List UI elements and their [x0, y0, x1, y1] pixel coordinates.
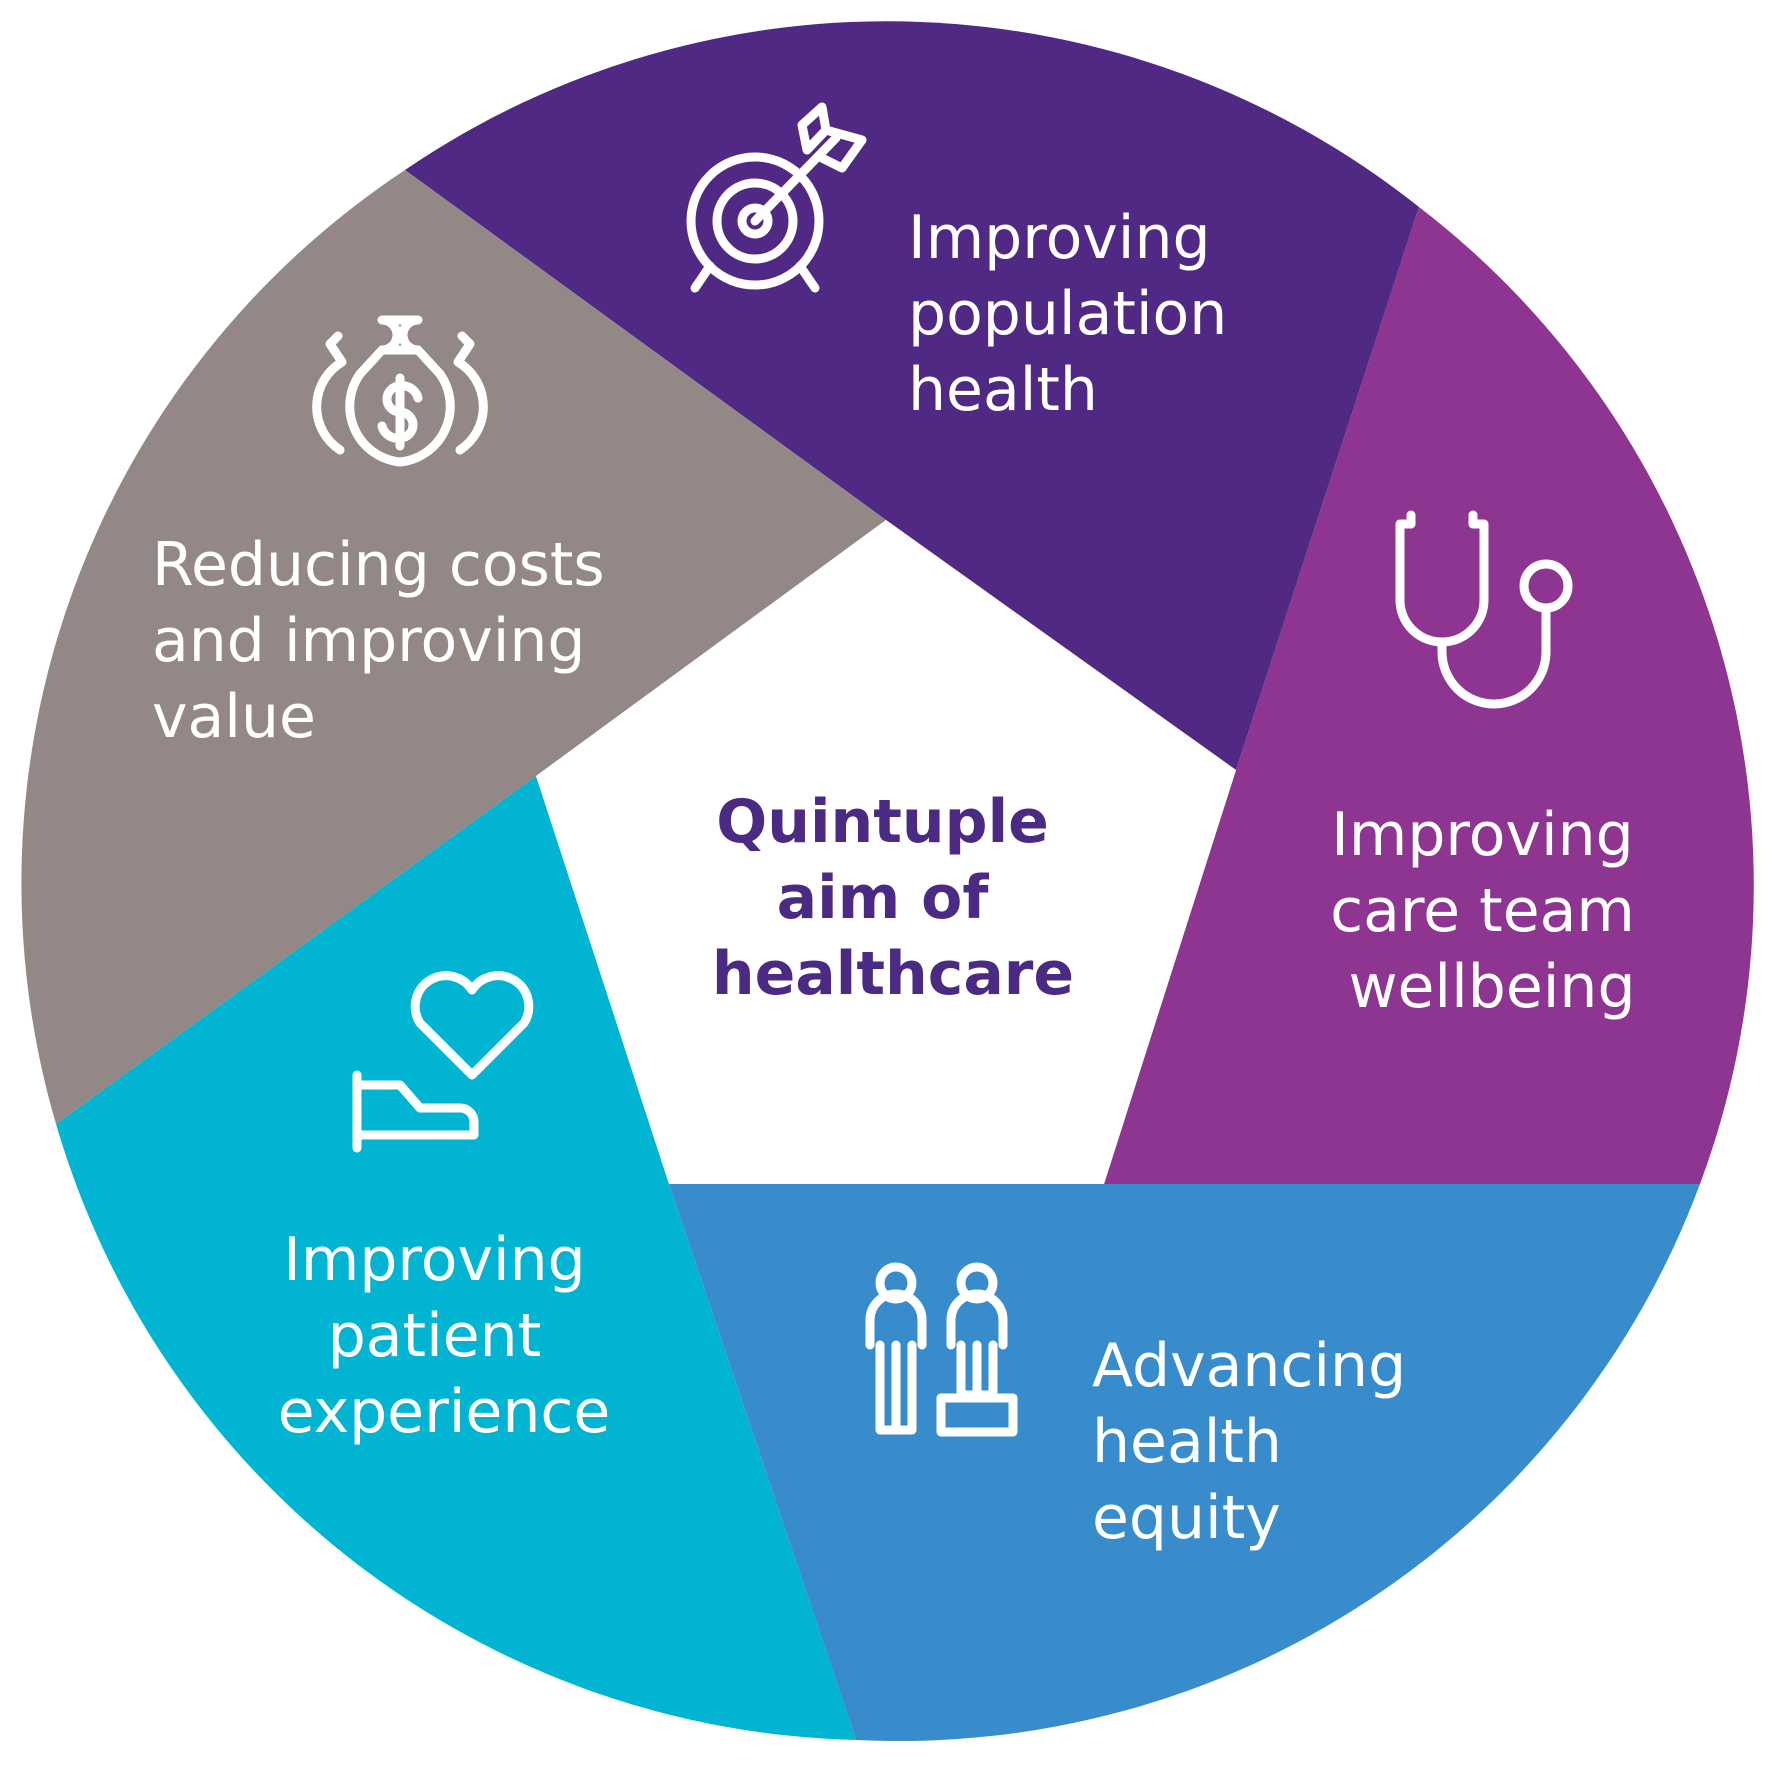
patient-experience-line-3: experience	[278, 1377, 611, 1447]
reducing-costs-line-1: Reducing costs	[152, 530, 605, 600]
segment-patient-experience	[56, 776, 856, 1740]
care-team-wellbeing-line-1: Improving	[1331, 800, 1634, 870]
center-title-line-2: aim of	[777, 863, 990, 933]
health-equity-line-3: equity	[1092, 1483, 1281, 1553]
segment-care-team-wellbeing-wedge	[1104, 207, 1754, 1184]
center-title-line-3: healthcare	[712, 939, 1074, 1009]
segment-population-health	[405, 21, 1419, 771]
segment-health-equity	[669, 1184, 1700, 1742]
care-team-wellbeing-line-3: wellbeing	[1348, 952, 1635, 1022]
health-equity-line-2: health	[1092, 1407, 1282, 1477]
reducing-costs-label: Reducing costs and improving value	[152, 530, 624, 752]
center-pentagon	[536, 520, 1236, 1184]
target-arrow-icon	[686, 102, 867, 293]
center-title: Quintuple aim of healthcare	[712, 787, 1074, 1009]
care-team-wellbeing-line-2: care team	[1330, 876, 1635, 946]
health-equity-label: Advancing health equity	[1092, 1331, 1425, 1553]
population-health-line-3: health	[908, 355, 1098, 425]
segment-health-equity-wedge	[669, 1184, 1700, 1742]
care-team-wellbeing-label: Improving care team wellbeing	[1330, 800, 1654, 1022]
patient-experience-line-1: Improving	[283, 1225, 586, 1295]
money-bag-icon	[312, 315, 488, 467]
patient-experience-line-2: patient	[328, 1301, 542, 1371]
population-health-line-1: Improving	[908, 203, 1211, 273]
segment-population-health-wedge	[405, 21, 1419, 771]
population-health-label: Improving population health	[908, 203, 1246, 425]
segment-reducing-costs	[21, 170, 886, 1124]
center-title-line-1: Quintuple	[716, 787, 1049, 857]
population-health-line-2: population	[908, 279, 1227, 349]
stethoscope-icon	[1395, 510, 1573, 709]
health-equity-line-1: Advancing	[1092, 1331, 1406, 1401]
segment-reducing-costs-wedge	[21, 170, 886, 1124]
segment-patient-experience-wedge	[56, 776, 856, 1740]
reducing-costs-line-2: and improving	[152, 606, 586, 676]
reducing-costs-line-3: value	[152, 682, 316, 752]
segment-care-team-wellbeing	[1104, 207, 1754, 1184]
hand-heart-icon	[352, 971, 534, 1153]
patient-experience-label: Improving patient experience	[278, 1225, 611, 1447]
people-equity-icon	[865, 1262, 1018, 1437]
